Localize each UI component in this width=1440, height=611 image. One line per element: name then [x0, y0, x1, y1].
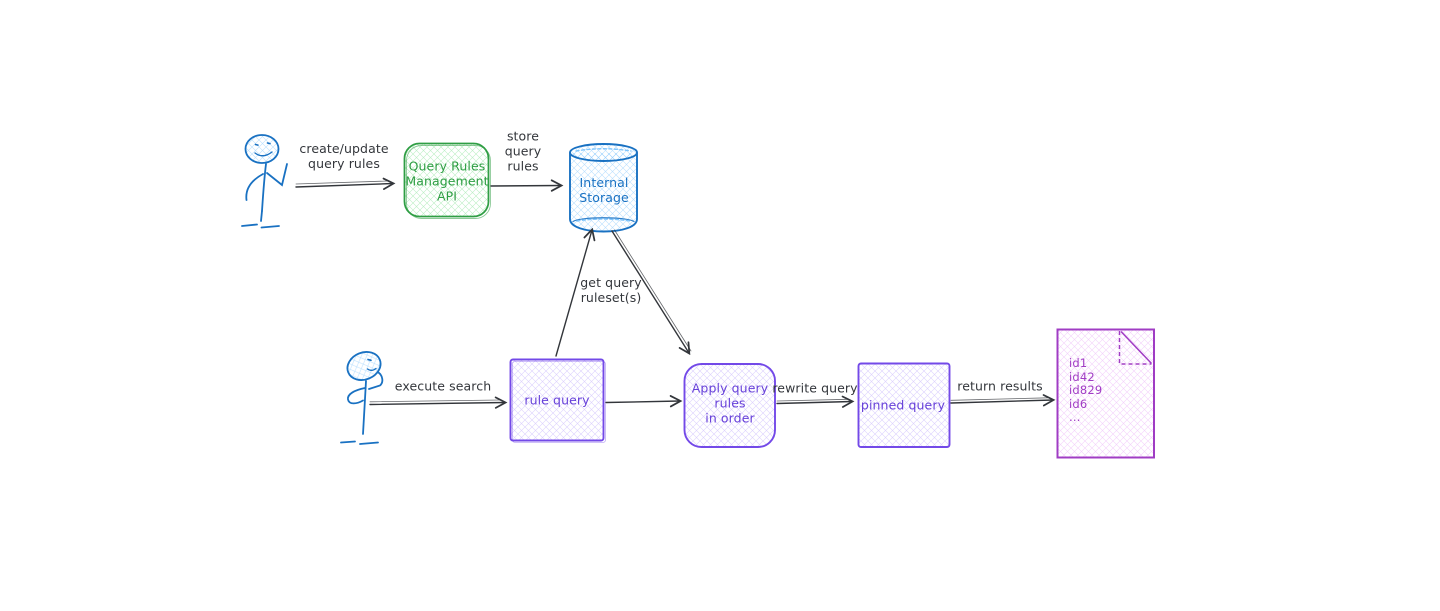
results-ids-label: id1 id42 id829 id6 ...: [1069, 356, 1103, 425]
apply-rules-box: [683, 363, 776, 448]
edge-create-update-arrow: [295, 184, 393, 188]
person-waving-icon: [241, 134, 288, 229]
edge-arrows: [295, 181, 1053, 405]
rule-query-box: [509, 358, 606, 443]
api-box-label: Query Rules Management API: [405, 158, 489, 204]
edge-get-ruleset-down-arrow: [611, 230, 689, 353]
pinned-query-label: pinned query: [860, 397, 946, 413]
edge-label-get-ruleset: get query ruleset(s): [580, 275, 642, 305]
edge-label-execute-search: execute search: [394, 378, 492, 394]
edge-store-arrow: [490, 186, 561, 187]
edge-label-return-results: return results: [957, 378, 1043, 394]
edge-rewrite-query-arrow: [776, 402, 852, 404]
apply-rules-label: Apply query rules in order: [691, 380, 769, 426]
edge-execute-search-arrow: [369, 403, 505, 405]
storage-cylinder-icon: [569, 143, 638, 233]
storage-label: Internal Storage: [579, 175, 629, 205]
api-box: [403, 142, 491, 219]
person-thinking-icon: [340, 351, 384, 445]
results-document-icon: [1056, 328, 1155, 459]
edge-label-create-update: create/update query rules: [299, 141, 389, 171]
rule-query-label: rule query: [524, 392, 590, 408]
edge-get-ruleset-up-arrow: [555, 230, 592, 357]
edge-return-results-arrow: [950, 400, 1053, 403]
edge-label-store: store query rules: [504, 128, 542, 174]
edge-label-rewrite-query: rewrite query: [772, 380, 858, 396]
edge-rule-to-apply-arrow: [605, 401, 680, 403]
pinned-query-box: [857, 362, 951, 448]
